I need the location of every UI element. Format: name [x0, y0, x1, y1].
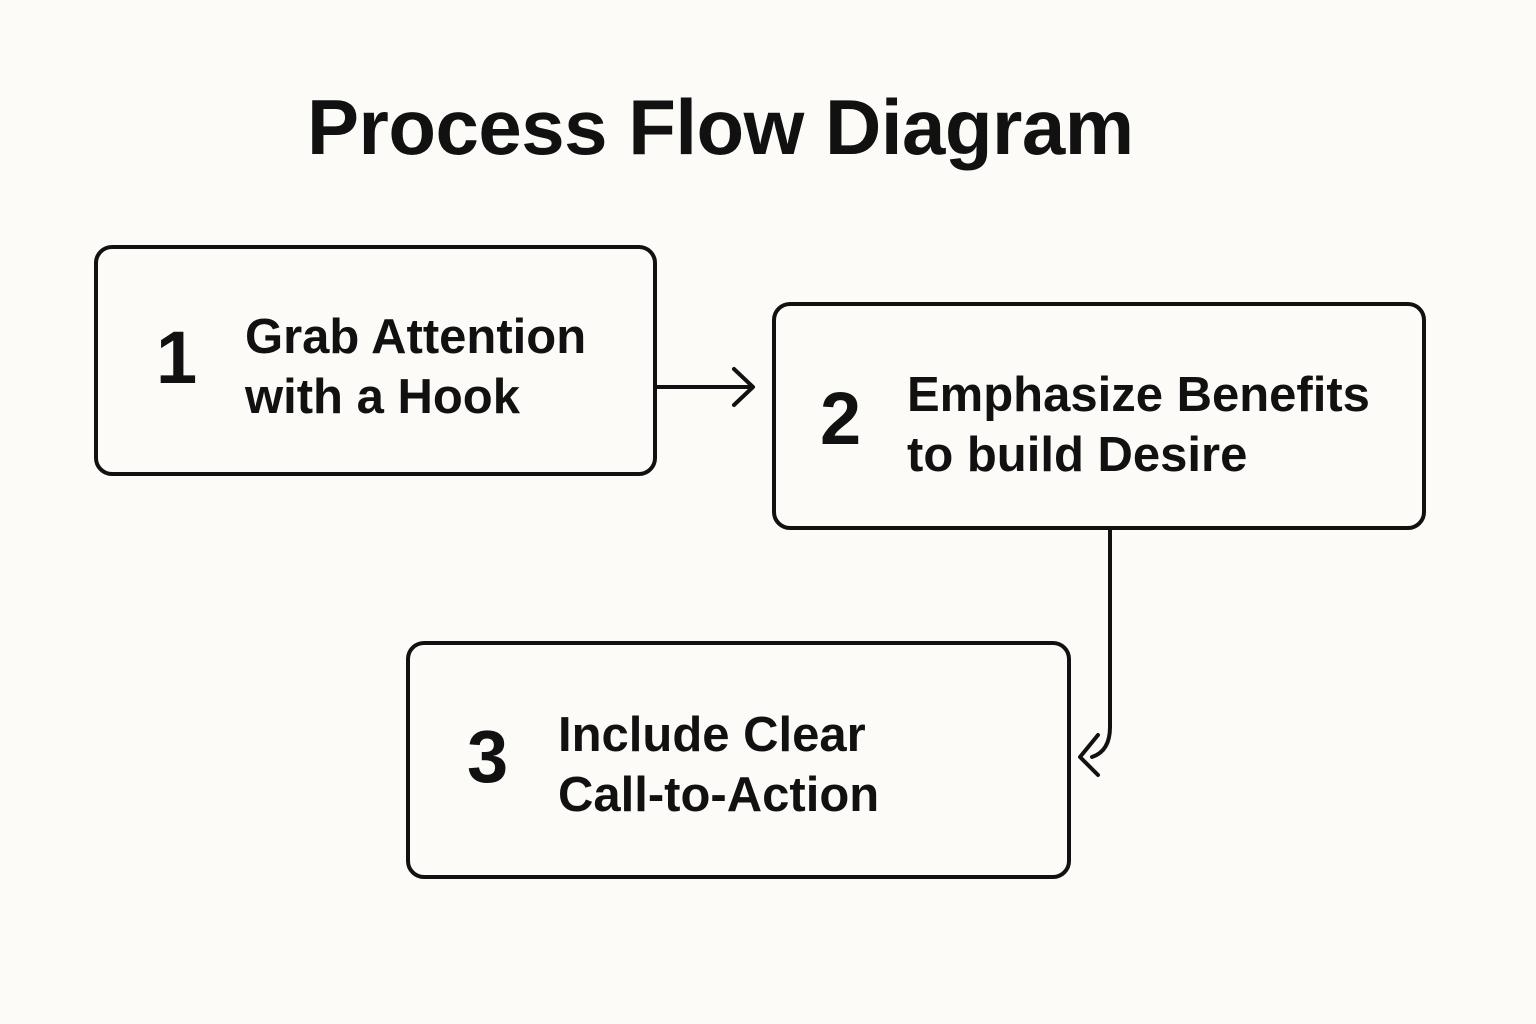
arrow-step2-to-step3: [1078, 528, 1112, 777]
step-1-number: 1: [156, 316, 198, 399]
step-3-label: Include Clear Call-to-Action: [558, 705, 879, 825]
step-3-label-line-2: Call-to-Action: [558, 768, 880, 822]
process-step-1: 1 Grab Attention with a Hook: [94, 245, 657, 476]
process-step-3: 3 Include Clear Call-to-Action: [406, 641, 1071, 879]
step-2-label-line-2: to build Desire: [907, 428, 1248, 482]
step-2-number: 2: [820, 377, 862, 460]
process-step-2: 2 Emphasize Benefits to build Desire: [772, 302, 1426, 530]
step-3-number: 3: [467, 715, 509, 798]
step-3-label-line-1: Include Clear: [558, 708, 866, 762]
step-1-label-line-1: Grab Attention: [245, 310, 587, 364]
step-1-label-line-2: with a Hook: [245, 370, 520, 424]
arrow-step1-to-step2: [655, 367, 755, 407]
step-2-label-line-1: Emphasize Benefits: [907, 368, 1370, 422]
diagram-title: Process Flow Diagram: [307, 83, 1134, 171]
step-2-label: Emphasize Benefits to build Desire: [907, 365, 1370, 485]
step-1-label: Grab Attention with a Hook: [245, 307, 586, 427]
